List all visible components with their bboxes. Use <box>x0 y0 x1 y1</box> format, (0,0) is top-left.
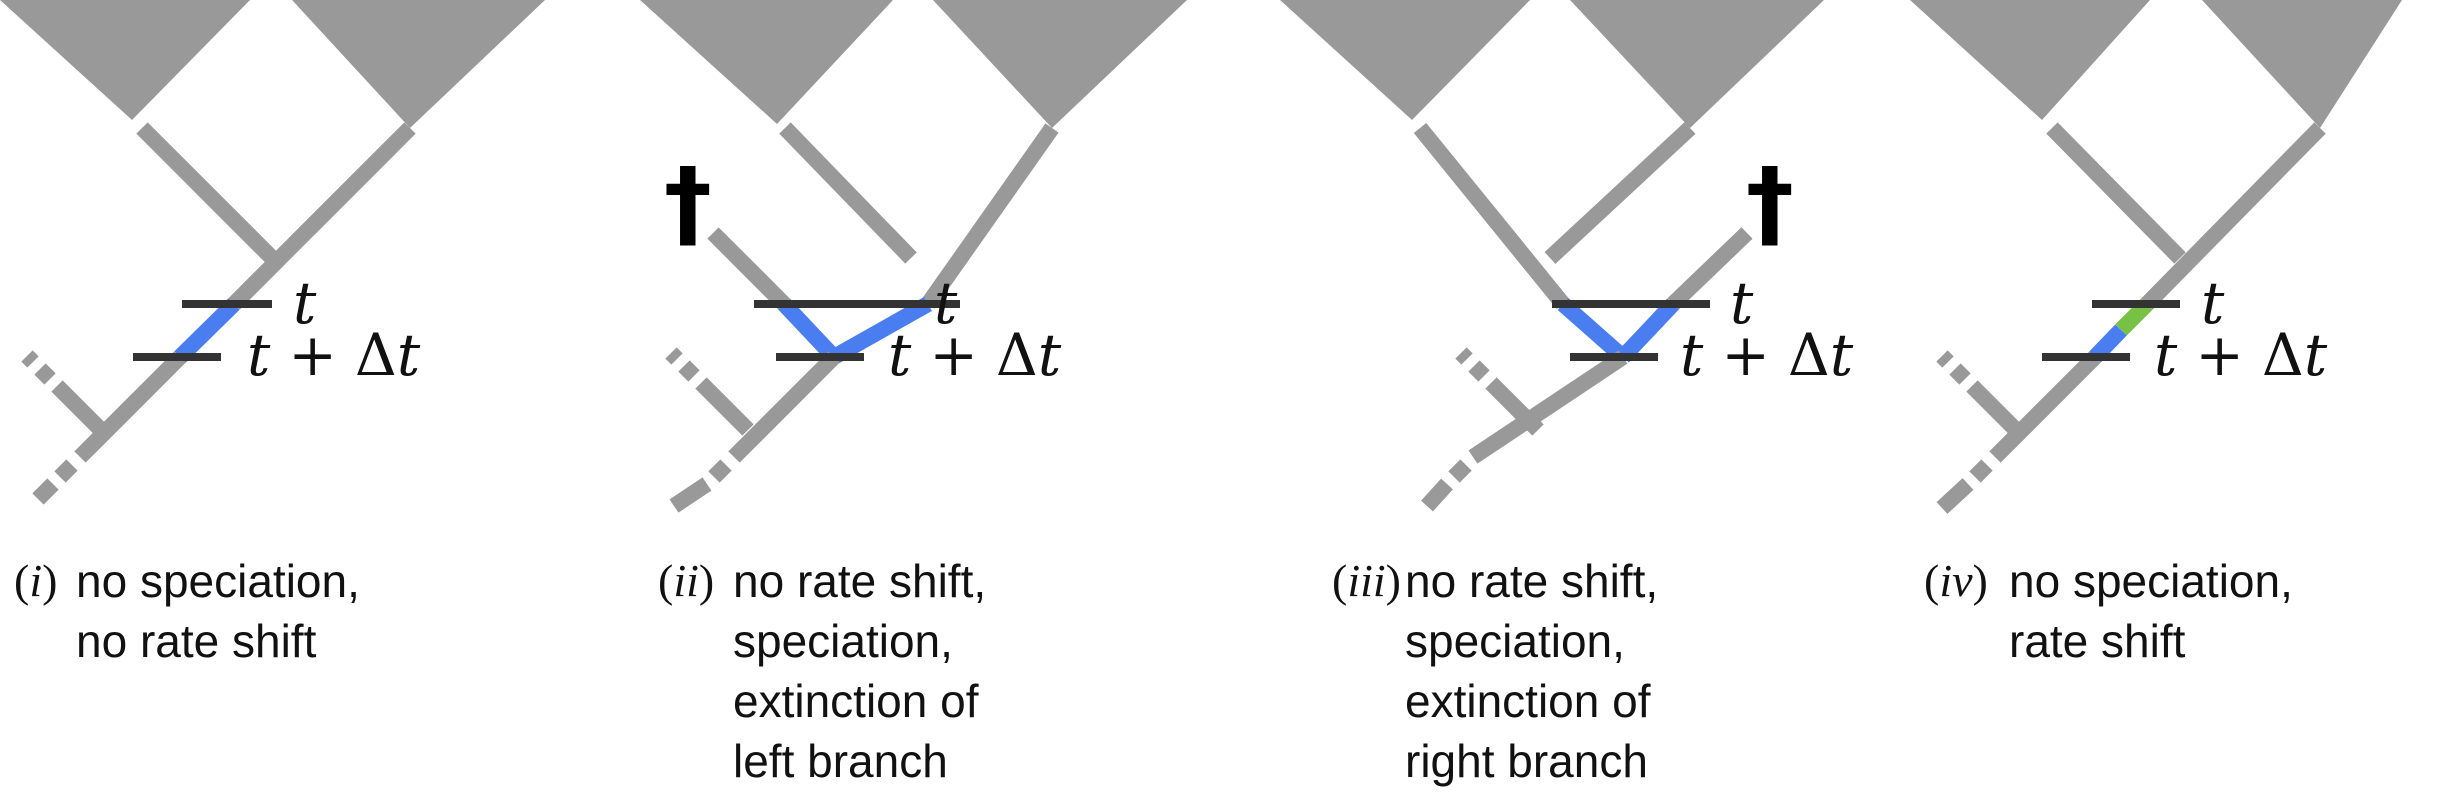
side-branch-dash <box>1468 360 1490 382</box>
lineage-segment-blue <box>174 298 240 363</box>
main-branch-dash <box>1421 478 1453 512</box>
tree-diagram-iv: t t+Δt <box>1910 0 2402 514</box>
caption-line: no rate shift, <box>1405 555 1659 607</box>
extinct-branch <box>1667 227 1753 310</box>
side-branch-dash <box>678 360 700 382</box>
label-t: t <box>934 269 958 337</box>
side-branch-dash <box>665 347 683 365</box>
label-t-plus-dt: t+Δt <box>2154 321 2328 389</box>
main-branch-dash <box>1448 459 1472 483</box>
right-clade-triangle <box>1570 0 1824 128</box>
left-subbranch <box>136 122 278 264</box>
caption-line: speciation, <box>733 615 953 667</box>
right-clade-triangle <box>2202 0 2402 128</box>
caption-line: rate shift <box>2009 615 2186 667</box>
caption-line: extinction of <box>733 675 979 727</box>
numeral-ii: (ii) <box>658 555 715 606</box>
tree-diagram-ii: † t t+Δt <box>640 0 1187 513</box>
main-branch-dash <box>32 478 59 505</box>
label-t: t <box>293 269 317 337</box>
main-branch-lower <box>74 351 186 463</box>
side-branch-dash <box>1936 350 1954 368</box>
right-lineage <box>921 123 1059 309</box>
lineage-segment-blue-right <box>1617 298 1679 363</box>
label-t: t <box>1730 269 1754 337</box>
side-branch <box>51 380 110 439</box>
panel-iii: † t t+Δt (iii) no rate shift, speciation… <box>1280 0 1880 800</box>
panel-i: t t+Δt (i) no speciation, no rate shift <box>0 0 600 800</box>
lineage-segment-blue <box>2089 324 2127 363</box>
left-subbranch <box>779 122 917 264</box>
left-clade-triangle <box>0 0 250 120</box>
lineage-segment-blue-left <box>778 298 840 363</box>
label-t-plus-dt: t+Δt <box>888 321 1062 389</box>
caption-line: no speciation, <box>76 555 360 607</box>
side-branch-dash <box>1455 347 1473 365</box>
side-branch-dash <box>21 350 39 368</box>
extinct-branch <box>707 227 790 310</box>
main-branch-upper <box>2141 122 2326 310</box>
tree-diagram-iii: † t t+Δt <box>1280 0 1854 512</box>
side-branch <box>1485 377 1544 436</box>
left-clade-triangle <box>640 0 893 124</box>
main-branch-lower <box>728 351 840 463</box>
side-branch <box>1966 380 2025 439</box>
left-clade-triangle <box>1280 0 1530 120</box>
extinction-dagger: † <box>1746 147 1794 259</box>
side-branch-dash <box>34 363 56 385</box>
numeral-i: (i) <box>14 555 58 606</box>
numeral-iii: (iii) <box>1332 555 1401 606</box>
main-branch-dash <box>1969 459 1993 483</box>
numeral-iv: (iv) <box>1924 555 1988 606</box>
caption-line: left branch <box>733 735 948 787</box>
right-clade-triangle <box>292 0 545 128</box>
lineage-segment-green <box>2115 298 2153 336</box>
caption-line: no rate shift <box>76 615 317 667</box>
main-branch-dash <box>54 459 78 483</box>
left-clade-triangle <box>1910 0 2150 120</box>
caption-line: speciation, <box>1405 615 1625 667</box>
caption-line: no rate shift, <box>733 555 987 607</box>
main-branch-lower <box>1989 351 2101 463</box>
tree-diagram-i: t t+Δt <box>0 0 545 505</box>
lineage-segment-blue-right <box>830 297 932 364</box>
main-branch-upper <box>228 122 416 310</box>
main-branch-dash <box>708 459 732 483</box>
main-branch-dash <box>1936 478 1974 514</box>
panel-ii: † t t+Δt (ii) no rate shift, speciation,… <box>640 0 1240 800</box>
label-t: t <box>2201 269 2225 337</box>
lineage-segment-blue-left <box>1557 298 1629 363</box>
caption-line: extinction of <box>1405 675 1651 727</box>
left-subbranch <box>2046 122 2186 264</box>
main-branch-lower <box>1468 350 1628 464</box>
side-branch-dash <box>1949 363 1971 385</box>
right-clade-triangle <box>933 0 1187 128</box>
extinction-dagger: † <box>664 147 712 259</box>
label-t-plus-dt: t+Δt <box>247 321 421 389</box>
label-t-plus-dt: t+Δt <box>1680 321 1854 389</box>
panel-iv: t t+Δt (iv) no speciation, rate shift <box>1900 0 2453 800</box>
inner-right-lineage <box>1544 122 1696 264</box>
side-branch <box>695 377 754 436</box>
left-lineage <box>1413 122 1570 310</box>
caption-line: no speciation, <box>2009 555 2293 607</box>
main-branch-dash <box>669 477 712 513</box>
caption-line: right branch <box>1405 735 1648 787</box>
